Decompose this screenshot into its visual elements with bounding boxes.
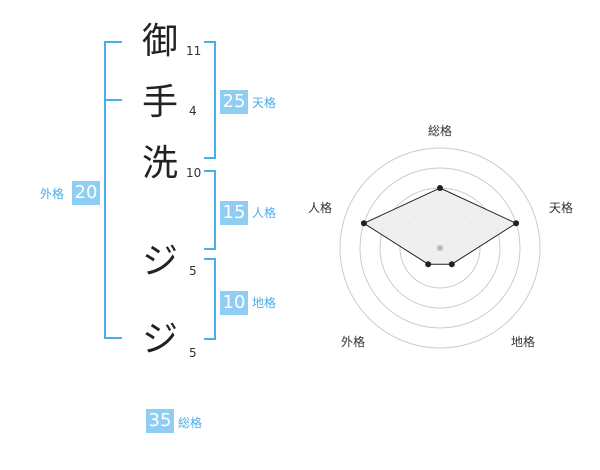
tenkaku-bracket-bottom: [204, 157, 216, 159]
stroke-count-3: 10: [186, 166, 202, 180]
stroke-count-1: 11: [186, 44, 202, 58]
radar-point-4: [425, 261, 432, 268]
jinkaku-bracket-top: [204, 170, 216, 172]
radar-label-gaikaku: 外格: [341, 334, 365, 349]
gaikaku-bracket-bottom: [104, 337, 122, 339]
radar-center-dot: [437, 245, 443, 251]
gaikaku-bracket-top: [104, 41, 122, 43]
radar-point-2: [513, 220, 520, 227]
radar-label-chikaku: 地格: [511, 334, 535, 349]
radar-label-jinkaku: 人格: [308, 200, 332, 215]
jinkaku-label: 人格: [252, 206, 277, 220]
tenkaku-value-badge: 25: [220, 90, 248, 114]
chikaku-value-badge: 10: [220, 291, 248, 315]
tenkaku-label: 天格: [252, 96, 277, 110]
jinkaku-bracket-bottom: [204, 248, 216, 250]
gaikaku-value-badge: 20: [72, 181, 100, 205]
radar-point-3: [448, 261, 455, 268]
radar-grid-ring-2: [359, 167, 521, 329]
chikaku-label: 地格: [252, 296, 277, 310]
chikaku-bracket-top: [204, 258, 216, 260]
radar-point-5: [360, 220, 367, 227]
gaikaku-bracket-mid: [104, 99, 122, 101]
name-char-2: 手: [142, 82, 179, 123]
soukaku-label: 総格: [178, 416, 203, 430]
name-char-4: ジ: [142, 241, 179, 282]
radar-grid-ring-1: [339, 147, 541, 349]
stroke-count-4: 5: [189, 264, 197, 278]
stroke-count-5: 5: [189, 346, 197, 360]
chikaku-bracket: [214, 258, 216, 340]
gaikaku-bracket: [104, 41, 106, 339]
stroke-count-2: 4: [189, 104, 197, 118]
radar-point-1: [437, 185, 443, 191]
name-char-5: ジ: [142, 319, 179, 360]
jinkaku-value-badge: 15: [220, 201, 248, 225]
gaikaku-label: 外格: [40, 187, 65, 201]
chikaku-bracket-bottom: [204, 338, 216, 340]
name-char-3: 洗: [142, 143, 179, 184]
radar-label-tenkaku: 天格: [549, 200, 573, 215]
tenkaku-bracket: [214, 41, 216, 159]
radar-data-area: [362, 187, 518, 265]
radar-points: [360, 185, 520, 268]
radar-label-soukaku: 総格: [428, 123, 452, 138]
tenkaku-bracket-top: [204, 41, 216, 43]
name-char-1: 御: [142, 21, 179, 62]
jinkaku-bracket: [214, 170, 216, 250]
soukaku-value-badge: 35: [146, 409, 174, 433]
